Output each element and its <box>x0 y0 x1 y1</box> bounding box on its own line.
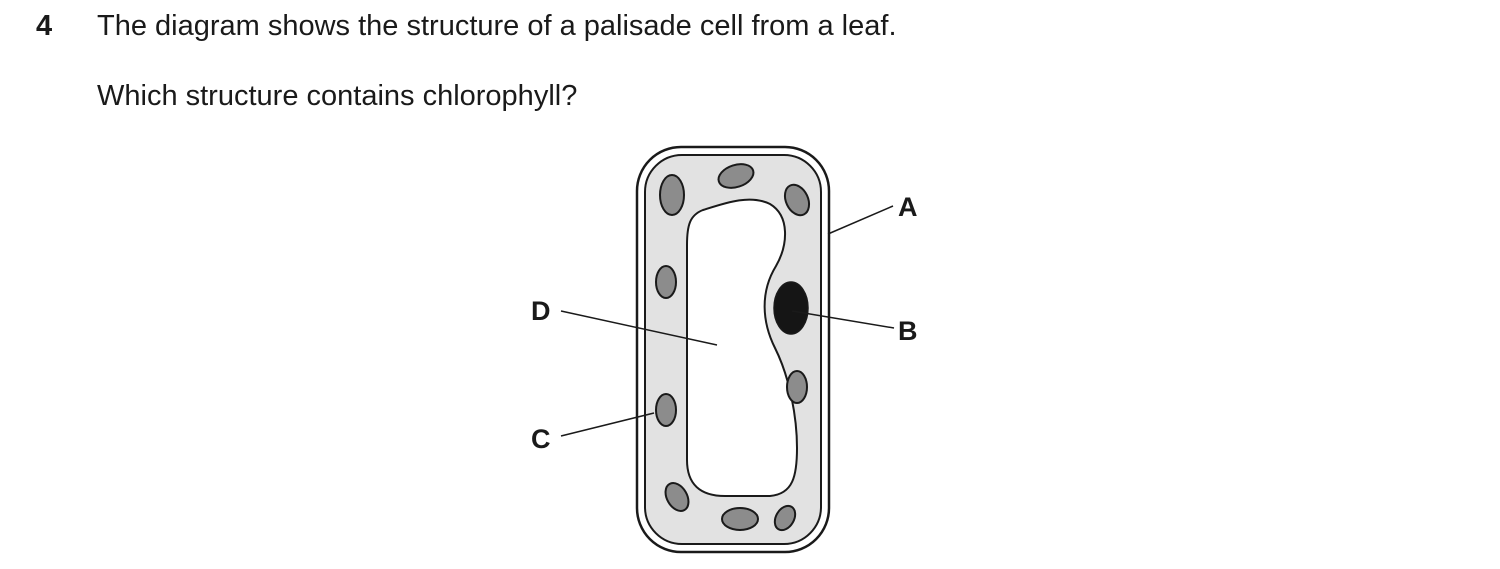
leader-line-d <box>560 310 718 346</box>
question-stem: The diagram shows the structure of a pal… <box>97 10 897 42</box>
nucleus <box>773 281 809 335</box>
chloroplast <box>659 174 685 216</box>
chloroplast <box>773 504 797 532</box>
label-d: D <box>531 296 551 326</box>
question-prompt: Which structure contains chlorophyll? <box>97 80 578 112</box>
chloroplast <box>717 163 755 189</box>
leader-line-a <box>827 205 894 235</box>
chloroplast <box>664 482 690 512</box>
label-b: B <box>898 316 918 346</box>
chloroplasts <box>655 163 811 532</box>
label-a: A <box>898 192 918 222</box>
chloroplast <box>655 265 677 299</box>
chloroplast <box>783 183 811 217</box>
label-c: C <box>531 424 551 454</box>
leader-line-b <box>791 310 895 329</box>
chloroplast <box>721 507 759 531</box>
leader-line-c <box>560 412 655 437</box>
question-number: 4 <box>36 10 53 42</box>
chloroplast <box>655 393 677 427</box>
chloroplast <box>786 370 808 404</box>
